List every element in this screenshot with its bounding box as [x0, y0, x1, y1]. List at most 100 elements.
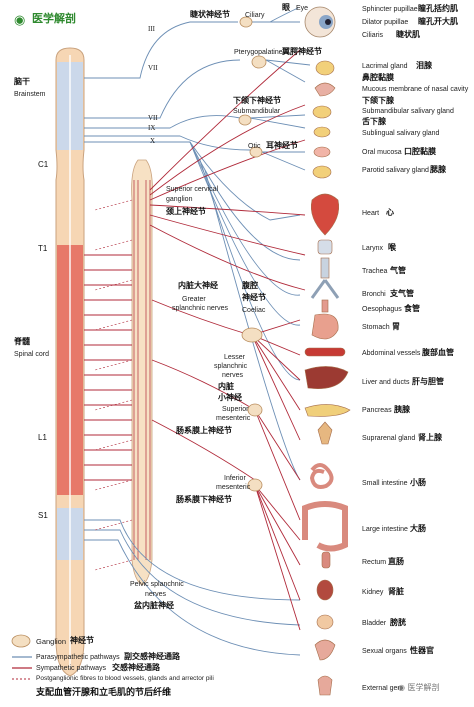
coeliac-zh-2: 神经节 [242, 293, 266, 302]
organ-sublingual-zh: 舌下腺 [362, 117, 386, 126]
infmes-en-2: mesenteric [216, 484, 251, 491]
submand-en: Submandibular [233, 108, 281, 115]
sphincter-en: Sphincter pupillae [362, 6, 418, 13]
pterygopalatine-ganglion [251, 55, 267, 69]
sympathetic-pathways [84, 49, 306, 631]
cn-vii-b: VII [148, 114, 158, 122]
level-c1: C1 [38, 160, 49, 169]
lesser-en-3: nerves [222, 372, 244, 379]
lesser-en-2: splanchnic [214, 363, 248, 370]
cn-vii-a: VII [148, 64, 158, 72]
eye-icon [304, 6, 336, 38]
sympathetic-chain [131, 159, 153, 586]
ciliaris-en: Ciliaris [362, 32, 383, 39]
organ-parotid-en: Parotid salivary gland [362, 167, 429, 174]
large-intestine-icon [302, 501, 348, 552]
brainstem-en: Brainstem [14, 91, 46, 98]
organ-oesophagus-en: Oesophagus [362, 306, 402, 313]
watermark-text: 医学解剖 [407, 683, 440, 692]
organ-larynx-zh: 喉 [388, 243, 396, 252]
organ-small-intestine-zh: 小肠 [410, 478, 426, 487]
ciliary-ganglion-en: Ciliary [245, 12, 265, 19]
organ-icons [302, 60, 351, 696]
organ-rectum-zh: 直肠 [388, 557, 404, 566]
legend-symp-zh: 交感神经通路 [112, 663, 160, 672]
organ-liver-zh: 肝与胆管 [412, 377, 444, 386]
rectum-icon [321, 551, 331, 569]
lesser-zh-1: 内脏 [218, 382, 234, 391]
sublingual-gland-icon [313, 126, 331, 138]
legend-post-zh: 支配血管汗腺和立毛肌的节后纤维 [36, 688, 172, 698]
coeliac-ganglion [241, 327, 263, 343]
legend-symp-en: Sympathetic pathways [36, 665, 107, 672]
abdominal-vessels-icon [304, 347, 346, 357]
ganglia [238, 16, 267, 492]
pterygo-zh: 翼腭神经节 [282, 47, 322, 56]
submand-zh: 下颌下神经节 [233, 96, 281, 105]
organ-trachea-en: Trachea [362, 268, 388, 275]
organ-kidney-en: Kidney [362, 589, 384, 596]
organ-vessels-en: Abdominal vessels [362, 350, 421, 357]
postganglionic-fibres [94, 199, 133, 571]
cn-iii: III [148, 25, 155, 33]
organ-lacrimal-zh: 泪腺 [416, 61, 432, 70]
kidney-icon [316, 579, 334, 601]
superior-mesenteric-ganglion [247, 403, 263, 417]
cn-ix: IX [148, 124, 156, 132]
organ-bronchi-en: Bronchi [362, 291, 386, 298]
supcerv-zh: 颈上神经节 [166, 207, 206, 216]
level-t1: T1 [38, 244, 48, 253]
legend-ganglion-zh: 神经节 [70, 636, 94, 645]
brainstem-zh: 脑干 [14, 77, 30, 86]
oesophagus-icon [321, 299, 329, 313]
ciliary-ganglion [239, 16, 253, 28]
organ-heart-zh: 心 [386, 208, 394, 217]
sexual-organs-icon [314, 639, 336, 661]
legend-para-en: Parasympathetic pathways [36, 654, 120, 661]
organ-stomach-zh: 胃 [392, 322, 400, 331]
organ-parotid-zh: 腮腺 [430, 165, 446, 174]
organ-sexual-zh: 性器官 [410, 646, 434, 655]
legend-para-zh: 副交感神经通路 [124, 652, 180, 661]
spinal-zh: 脊髓 [14, 337, 30, 346]
pterygo-en: Pterygopalatine [234, 49, 283, 56]
supmes-en-1: Superior [222, 406, 249, 413]
ciliary-ganglion-zh: 睫状神经节 [190, 10, 230, 19]
organ-sublingual-en: Sublingual salivary gland [362, 130, 440, 137]
brand-title: 医学解剖 [32, 12, 76, 25]
greater-en-1: Greater [182, 296, 206, 303]
small-intestine-icon [309, 463, 334, 489]
watermark: ◉ 医学解剖 [398, 684, 440, 692]
watermark-icon: ◉ [398, 683, 408, 692]
organ-external-en: External genitalia [362, 685, 402, 692]
organ-bladder-zh: 膀胱 [390, 618, 406, 627]
submandibular-gland-icon [312, 105, 332, 119]
organ-small-intestine-en: Small intestine [362, 480, 408, 487]
organ-suprarenal-en: Suprarenal gland [362, 435, 416, 442]
organ-heart-en: Heart [362, 210, 380, 217]
otic-ganglion [249, 146, 263, 158]
inferior-mesenteric-ganglion [247, 478, 263, 492]
supmes-en-2: mesenteric [216, 415, 251, 422]
spinal-en: Spinal cord [14, 351, 50, 358]
organ-submand-zh: 下颌下腺 [362, 96, 394, 105]
cn-x: X [150, 137, 156, 145]
organ-bladder-en: Bladder [362, 620, 387, 627]
greater-zh: 内脏大神经 [178, 281, 218, 290]
pelvic-en-1: Pelvic splanchnic [130, 581, 184, 588]
liver-icon [304, 366, 349, 389]
organ-liver-en: Liver and ducts [362, 379, 410, 386]
otic-zh: 耳神经节 [266, 141, 298, 150]
organ-oesophagus-zh: 食管 [404, 304, 420, 313]
supmes-zh: 肠系膜上神经节 [176, 426, 232, 435]
eye-en: Eye [296, 5, 309, 12]
submandibular-ganglion [238, 114, 252, 126]
heart-icon [311, 193, 339, 236]
organ-large-intestine-en: Large intestine [362, 526, 408, 533]
sphincter-zh: 瞳孔括约肌 [418, 4, 458, 13]
organ-larynx-en: Larynx [362, 245, 384, 252]
bronchi-icon [310, 279, 340, 299]
pelvic-zh: 盆内脏神经 [134, 601, 174, 610]
dilator-zh: 瞳孔开大肌 [418, 17, 458, 26]
pelvic-en-2: nerves [145, 591, 167, 598]
